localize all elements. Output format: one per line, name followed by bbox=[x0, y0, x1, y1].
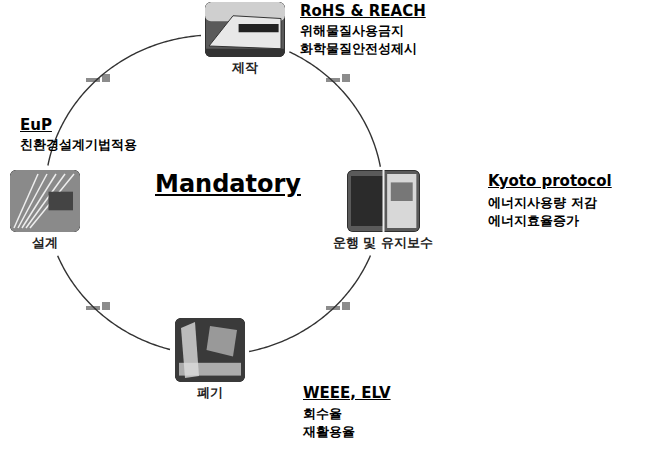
cycle-marker bbox=[102, 302, 110, 310]
cycle-marker bbox=[342, 302, 350, 310]
cycle-arc bbox=[249, 256, 370, 352]
regulation-note: 화학물질안전성제시 bbox=[300, 40, 417, 58]
photo-illustration bbox=[205, 2, 285, 57]
cycle-arc bbox=[289, 52, 380, 167]
regulation-note: 친환경설계기법적용 bbox=[20, 136, 137, 154]
stage-label: 운행 및 유지보수 bbox=[330, 234, 437, 252]
regulation-heading: WEEE, ELV bbox=[303, 384, 391, 402]
cycle-arc bbox=[58, 256, 170, 350]
stage-photo: 설계 bbox=[9, 170, 81, 252]
center-title: Mandatory bbox=[155, 170, 301, 198]
stage-photo: 폐기 bbox=[174, 318, 246, 402]
regulation-heading: EuP bbox=[20, 116, 52, 134]
photo-illustration bbox=[347, 170, 420, 232]
regulation-note: 위해물질사용금지 bbox=[300, 22, 404, 40]
stage-photo: 제작 bbox=[204, 2, 286, 77]
cycle-marker bbox=[102, 74, 110, 82]
stage-label: 설계 bbox=[9, 234, 81, 252]
regulation-heading: Kyoto protocol bbox=[488, 172, 612, 190]
regulation-heading: RoHS & REACH bbox=[300, 2, 426, 20]
regulation-note: 재활용율 bbox=[303, 423, 355, 441]
regulation-note: 에너지효율증가 bbox=[488, 212, 579, 230]
regulation-note: 에너지사용량 저감 bbox=[488, 194, 597, 212]
stage-photo: 운행 및 유지보수 bbox=[330, 170, 437, 252]
stage-label: 폐기 bbox=[174, 384, 246, 402]
regulation-note: 회수율 bbox=[303, 405, 342, 423]
cycle-marker bbox=[342, 74, 350, 82]
photo-illustration bbox=[10, 170, 80, 232]
stage-label: 제작 bbox=[204, 59, 286, 77]
photo-illustration bbox=[175, 318, 245, 382]
